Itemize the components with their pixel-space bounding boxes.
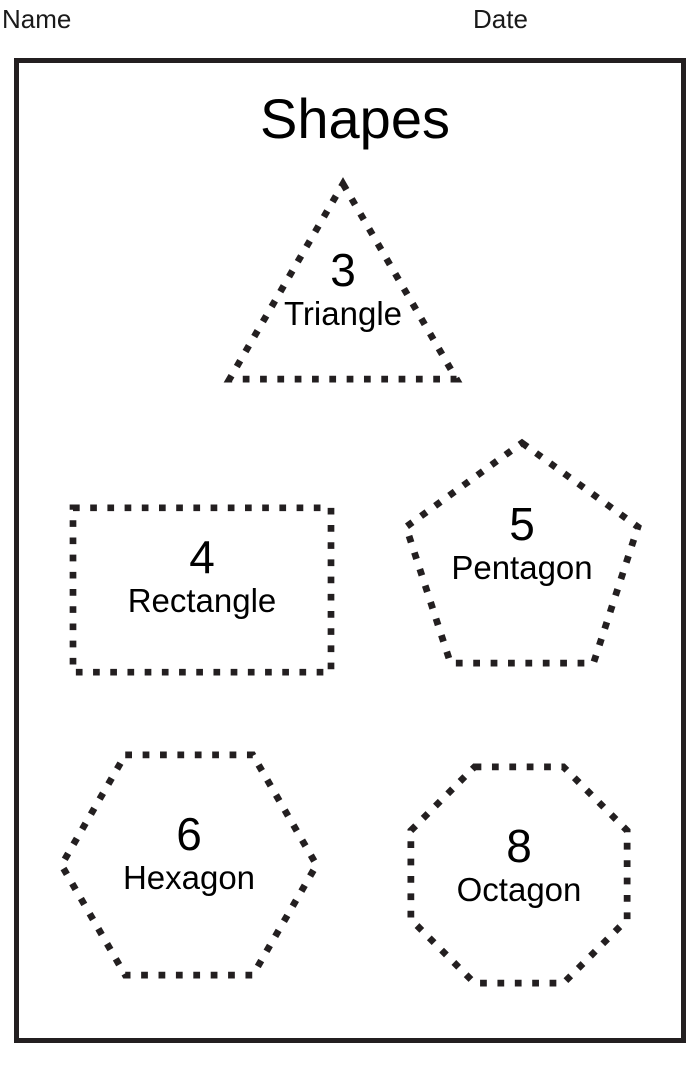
shape-item-triangle: 3 Triangle (223, 177, 463, 383)
pentagon-icon (402, 438, 642, 667)
hexagon-icon (57, 751, 321, 979)
date-field-label: Date (473, 4, 528, 34)
rectangle-icon (69, 504, 335, 676)
shape-item-hexagon: 6 Hexagon (57, 751, 321, 979)
pentagon-outline (402, 438, 642, 667)
hexagon-outline (57, 751, 321, 979)
worksheet-header: Name Date (0, 0, 700, 45)
shape-item-pentagon: 5 Pentagon (402, 438, 642, 667)
rectangle-outline (69, 504, 335, 676)
triangle-icon (223, 177, 463, 383)
octagon-outline (407, 763, 631, 987)
name-field-label: Name (2, 4, 72, 34)
worksheet-frame: Shapes 3 Triangle 4 Rectangle (14, 58, 686, 1043)
shape-item-rectangle: 4 Rectangle (67, 504, 337, 676)
triangle-outline (223, 177, 463, 383)
shape-grid: 3 Triangle 4 Rectangle 5 Pentagon (19, 63, 691, 1048)
shape-item-octagon: 8 Octagon (407, 763, 631, 987)
page-title: Shapes (260, 87, 450, 150)
octagon-icon (407, 763, 631, 987)
